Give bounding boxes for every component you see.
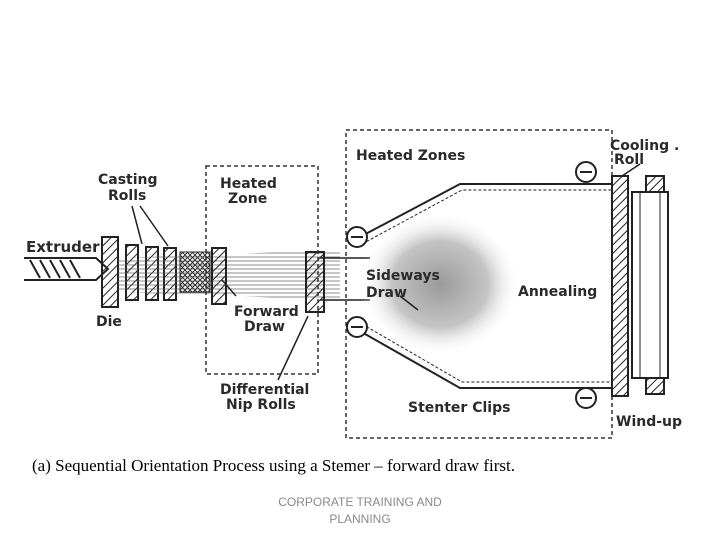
forward-draw-label-2: Draw xyxy=(244,319,285,335)
stenter-clip-wheel xyxy=(346,226,368,248)
stenter-clip-wheel xyxy=(346,316,368,338)
stenter-clips-label: Stenter Clips xyxy=(408,400,510,416)
cooling-roll xyxy=(611,175,629,397)
wind-up-label: Wind-up xyxy=(616,414,682,430)
heated-zone-label-2: Zone xyxy=(228,191,267,207)
differential-nip-rolls-label-1: Differential xyxy=(220,382,309,398)
die xyxy=(101,236,119,308)
forward-draw-label-1: Forward xyxy=(234,304,299,320)
differential-nip-rolls-label-2: Nip Rolls xyxy=(226,397,296,413)
footer-line-2: PLANNING xyxy=(329,512,391,526)
heated-zone-box xyxy=(205,165,319,375)
stenter-clip-wheel xyxy=(575,161,597,183)
sideways-draw-label-2: Draw xyxy=(366,285,407,301)
cooling-roll-label-1: Cooling . xyxy=(610,138,679,154)
stenter-clip-wheel xyxy=(575,387,597,409)
sideways-draw-region xyxy=(360,212,520,356)
sideways-draw-label-1: Sideways xyxy=(366,268,440,284)
footer-text: CORPORATE TRAINING AND PLANNING xyxy=(260,494,460,528)
extruder xyxy=(24,257,110,281)
extruder-label: Extruder xyxy=(26,238,100,256)
wind-up xyxy=(631,175,669,395)
annealing-label: Annealing xyxy=(518,284,597,300)
cooling-roll-label-2: Roll xyxy=(614,152,644,168)
casting-rolls-label-2: Rolls xyxy=(108,188,146,204)
leader-lines xyxy=(131,163,641,381)
die-label: Die xyxy=(96,314,122,330)
heated-zones-label: Heated Zones xyxy=(356,148,465,164)
differential-nip-rolls xyxy=(305,251,325,313)
heated-zone-label-1: Heated xyxy=(220,176,277,192)
forward-draw-rolls xyxy=(211,247,227,305)
footer-line-1: CORPORATE TRAINING AND xyxy=(278,495,442,509)
film xyxy=(118,250,340,300)
casting-rolls-label-1: Casting xyxy=(98,172,158,188)
figure-caption: (a) Sequential Orientation Process using… xyxy=(32,456,515,475)
